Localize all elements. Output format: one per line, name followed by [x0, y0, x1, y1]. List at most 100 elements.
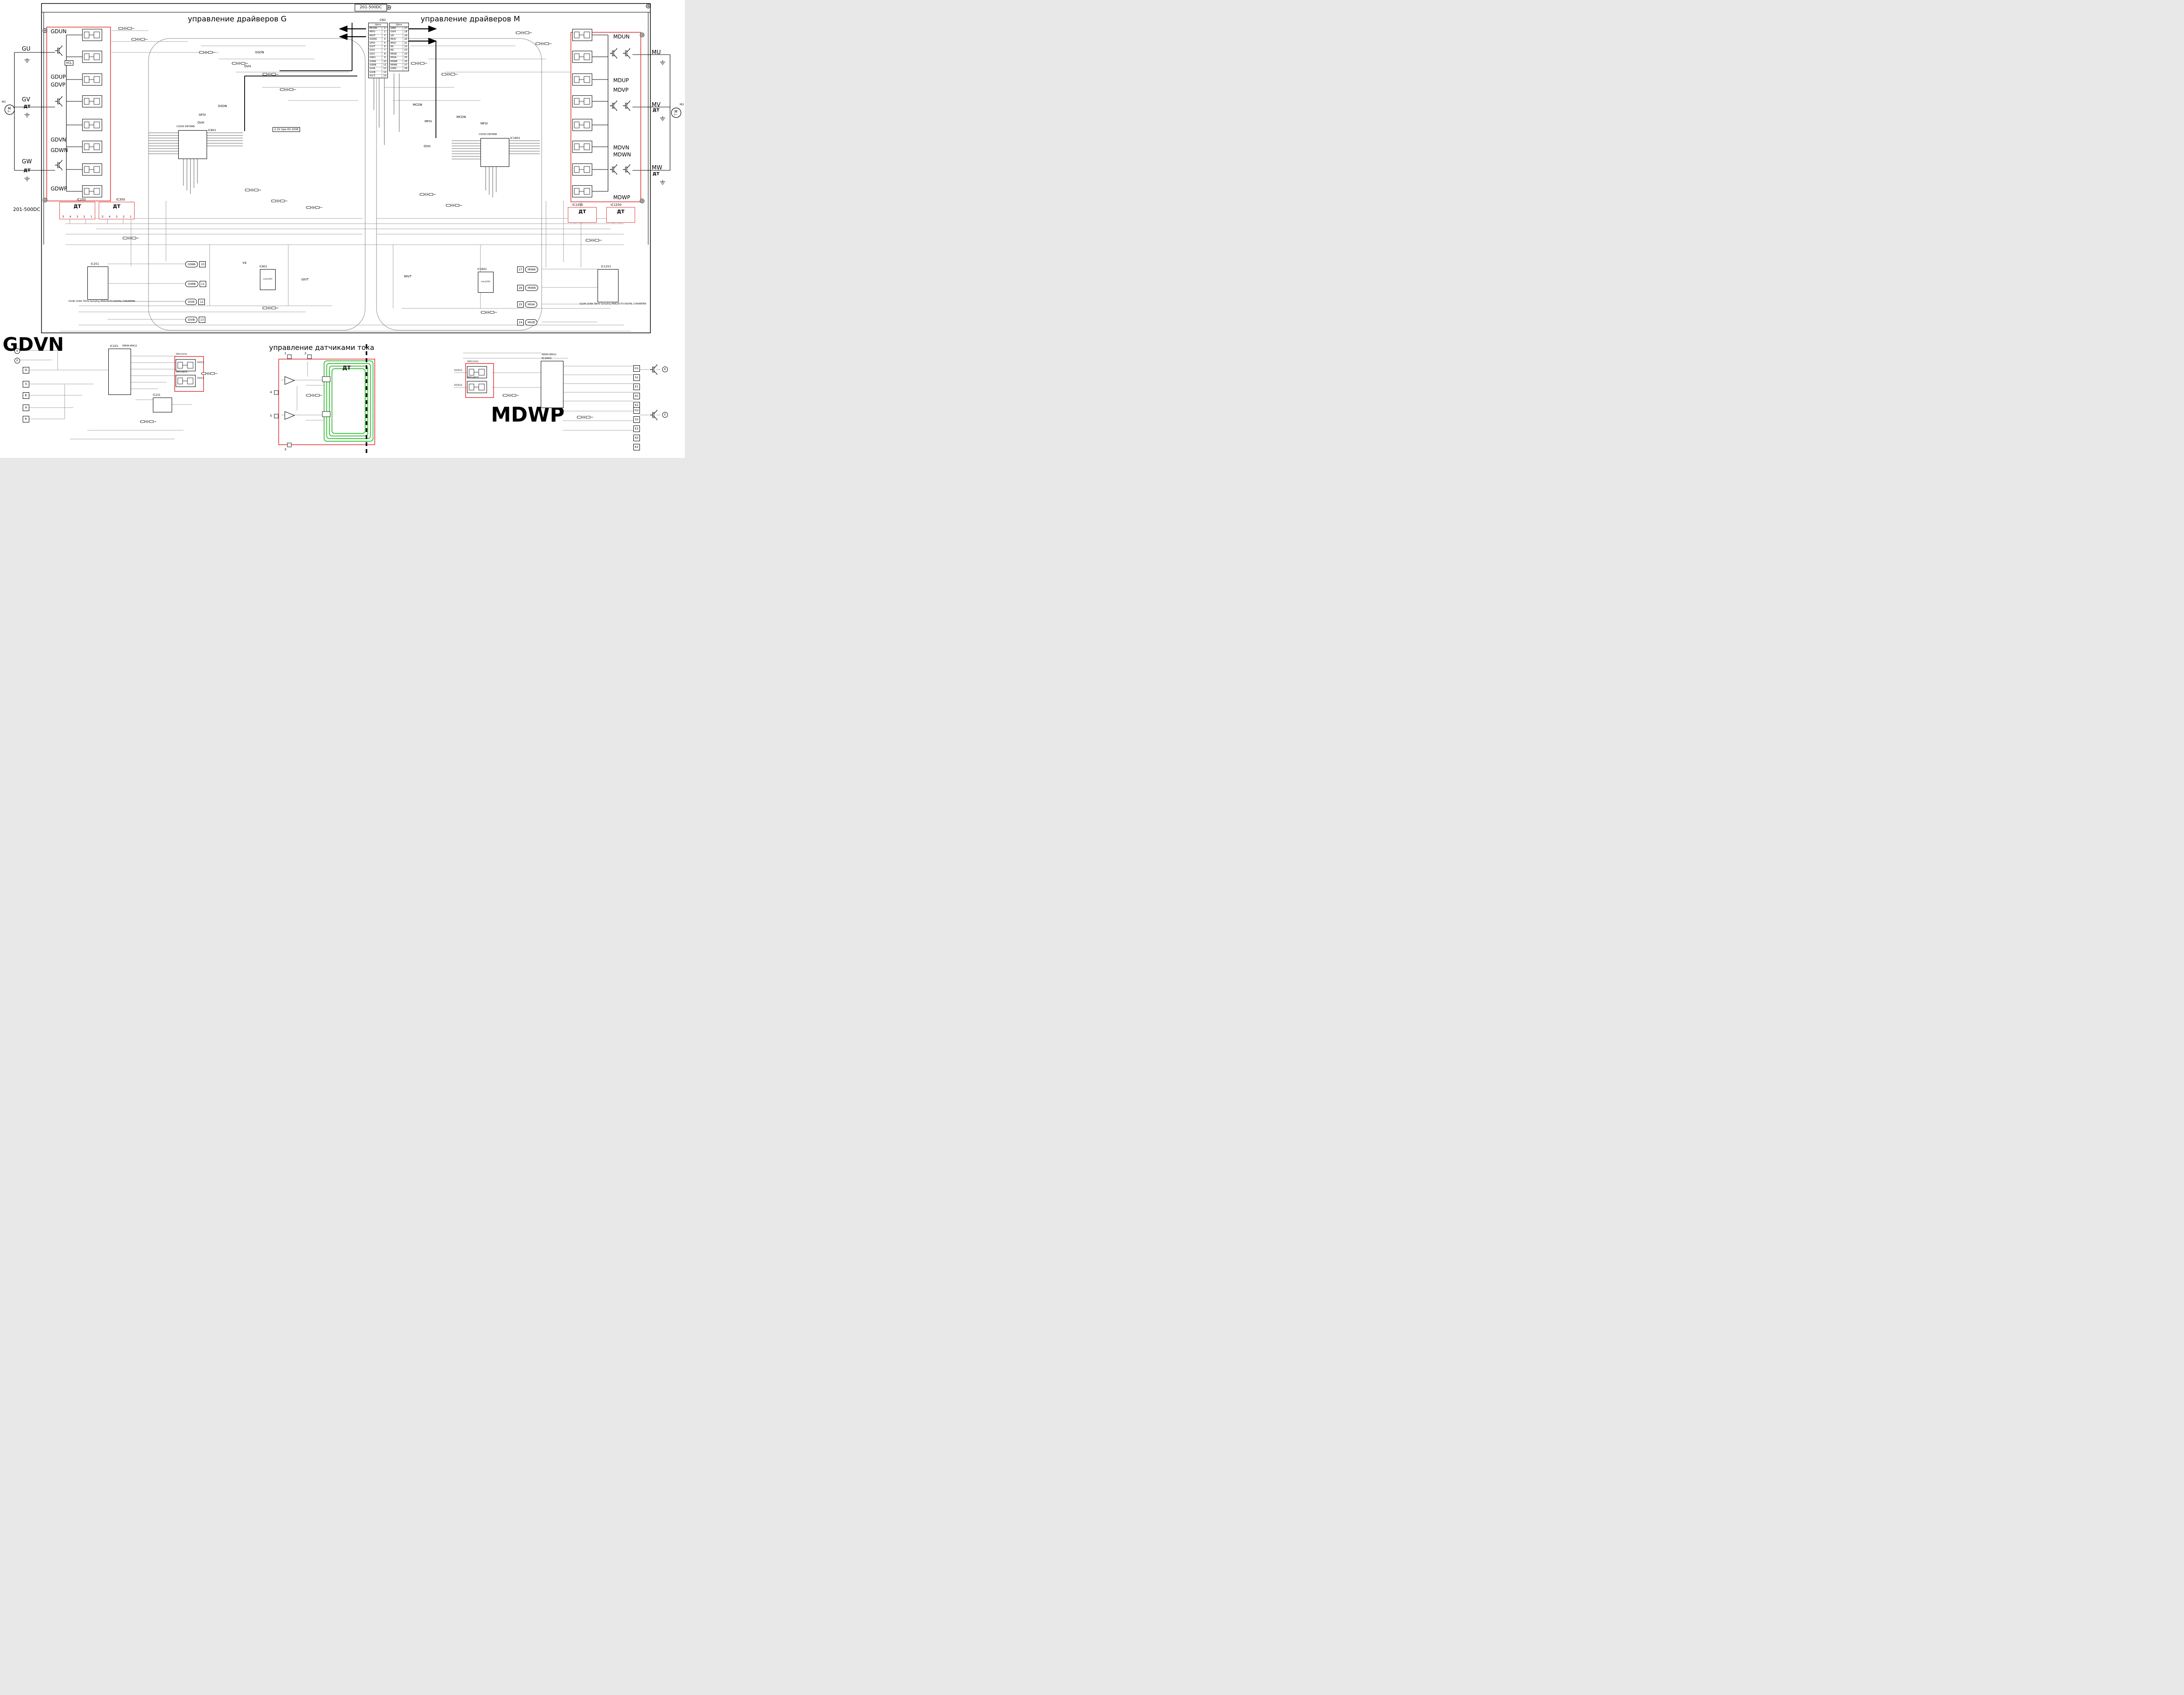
channel-pin: 27: [517, 266, 524, 273]
pin-name: GIVA: [369, 67, 382, 71]
pin-number: 17: [404, 27, 408, 30]
pin-name: MIWB: [390, 60, 403, 63]
net-mfiv-2: MFIV: [480, 122, 488, 125]
igbt-symbols: [55, 45, 657, 420]
ic801-ref: IC801: [208, 128, 216, 132]
motor-symbol-m1: M: [8, 107, 11, 111]
pin-name: NC: [390, 45, 403, 49]
dt-block-ic1250: ДТ: [606, 207, 635, 223]
d1512-part: TMP144B78: [467, 377, 479, 379]
pin-number: 5: [384, 42, 386, 45]
driver-label-gdun: GDUN: [51, 28, 67, 35]
pin-number: 23: [404, 49, 408, 52]
pin-name: MIVA: [390, 56, 403, 60]
pin-name: MFIV: [369, 31, 382, 34]
dt-mark-gw: ДТ: [24, 168, 31, 173]
channel-name: GIWB: [185, 281, 198, 287]
net-gsdn-1: GSDN: [255, 51, 264, 54]
motor-ref-m2: M2: [680, 103, 684, 106]
dt-word: ДТ: [113, 204, 121, 209]
mdwp-terminal-s2: S2: [633, 416, 640, 423]
schematic-artwork: [4, 3, 681, 456]
pin-number: 18: [404, 31, 408, 34]
gdvn-terminal-g: G: [23, 367, 29, 374]
gdvn-terminal-a: A: [23, 405, 29, 411]
mdwp-terminal-a2: A2: [633, 435, 640, 441]
ic251-part: CS240 10-Bit 75kHz Sampling ANALOG-TO-DI…: [68, 301, 135, 303]
dt-mark-mw: ДТ: [653, 172, 660, 176]
pin-number: 12: [383, 67, 387, 70]
gdvn-terminal-k: K: [23, 416, 29, 422]
ic801-part: CS030 D8786B: [176, 125, 195, 128]
cn1-left-header: Цепь: [369, 23, 387, 27]
net-mcdn-1: MCDN: [413, 103, 422, 107]
d212-part: TMP144B78: [176, 371, 187, 374]
net-v4: V4: [242, 261, 247, 265]
pin-name: GFIV: [369, 42, 382, 45]
pin-number: 1: [384, 27, 386, 30]
channel-name: MIVA: [525, 301, 538, 308]
driver-label-gdwp: GDWP: [51, 186, 67, 192]
bold-buses: [244, 23, 437, 138]
cn1-title: CN1: [380, 18, 386, 22]
driver-label-mdup: MDUP: [613, 77, 629, 83]
pin-number: 27: [404, 63, 408, 66]
ic1601-ref: IC1601: [542, 356, 552, 360]
d1512-ref: D1512: [454, 384, 463, 387]
ic1801-part: CS030 D8786B: [479, 133, 497, 136]
channel-name: MIWB: [525, 285, 539, 291]
phase-label-mw: MW: [652, 165, 663, 171]
d212-ref: D212: [197, 377, 204, 380]
driver-label-mdwn: MDWN: [613, 152, 631, 158]
dt-pin: 4: [109, 215, 111, 218]
dt-pin: 3: [76, 215, 78, 218]
gdvn-contact-k: K: [14, 348, 20, 354]
ic250-ref: IC250: [77, 198, 86, 201]
phase-label-gw: GW: [22, 159, 32, 165]
ic251-body: [87, 266, 108, 300]
ic-pin-fans: [149, 73, 540, 197]
mdwp-terminal-e1: E1: [633, 384, 640, 390]
pin-name: GUU: [369, 49, 382, 52]
dt-pin: 5: [102, 215, 104, 218]
pin-name: MIWA: [390, 63, 403, 67]
pin-name: GND: [390, 27, 403, 31]
cn1-right-header: Цепь: [390, 23, 408, 27]
pin-number: 21: [404, 42, 408, 45]
model-number-top: 201-500DC: [355, 4, 387, 11]
optocoupler-blocks: [82, 29, 592, 393]
ic1251-part: CS240 10-Bit 75kHz Sampling ANALOG-TO-DI…: [579, 303, 646, 305]
sensor-pin-3: 3: [284, 448, 287, 451]
pin-name: MIVT: [369, 34, 382, 38]
mdwp-contact-k: K: [662, 367, 668, 372]
driver-label-gdwn: GDWN: [51, 147, 68, 153]
motor-winding-m1: 3~: [7, 111, 11, 113]
mdwp-terminal-k2: K2: [633, 444, 640, 450]
ic1601-body: [541, 361, 563, 408]
d1511-ref: D1511: [454, 369, 463, 372]
ic201-body: [108, 349, 131, 395]
d211-part: TMP121P32: [176, 353, 187, 356]
channel-pin: 11: [199, 281, 206, 287]
motor-ref-m1: M1: [2, 100, 6, 104]
pin-number: 28: [404, 67, 408, 70]
vcl-label: VCL: [65, 60, 73, 66]
driver-label-gdvn: GDVN: [51, 137, 66, 143]
channel-name: GIVA: [185, 299, 197, 305]
